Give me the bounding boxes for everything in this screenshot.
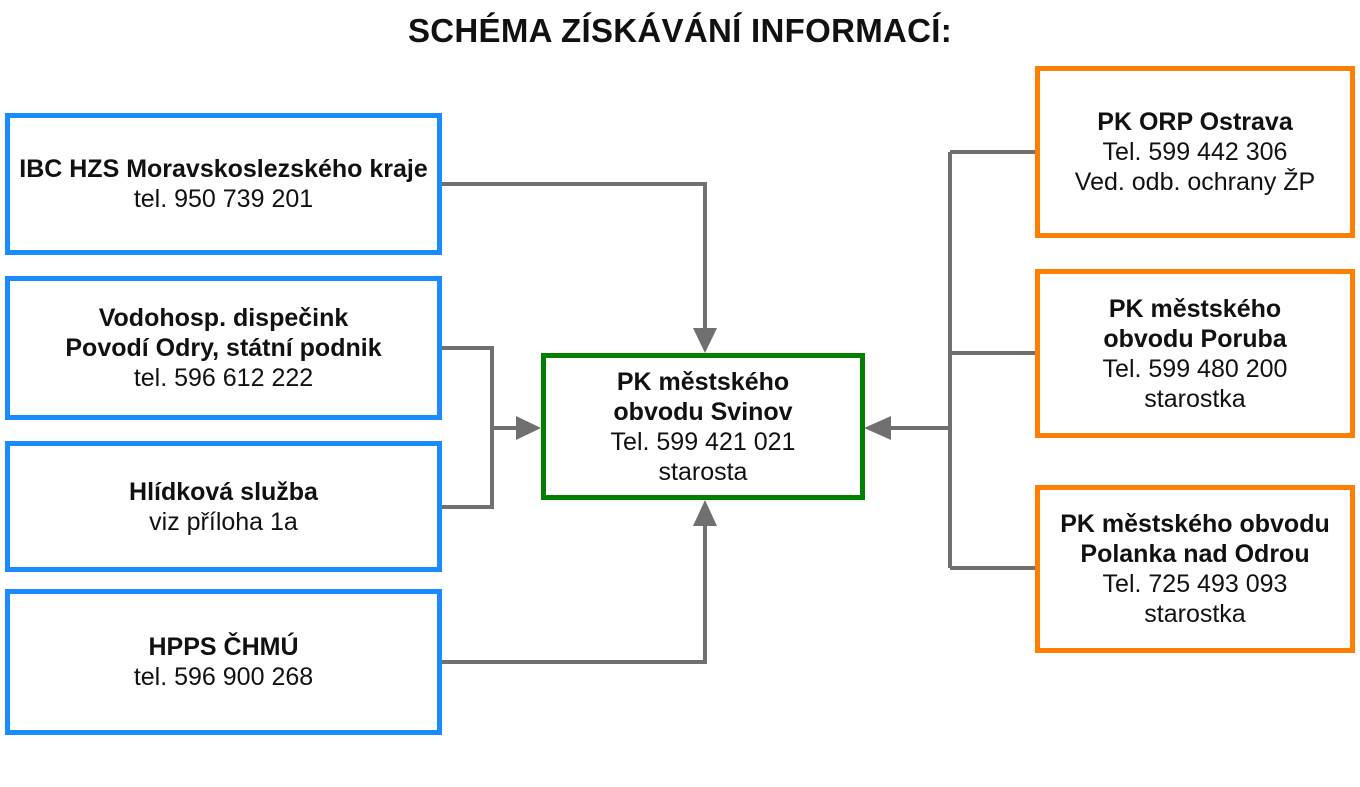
node-role: starosta xyxy=(658,457,748,486)
node-vodohosp-dispecink: Vodohosp. dispečink Povodí Odry, státní … xyxy=(5,276,442,420)
node-name: obvodu Poruba xyxy=(1103,324,1287,353)
node-name: PK ORP Ostrava xyxy=(1097,108,1293,136)
node-name: HPPS ČHMÚ xyxy=(148,633,299,661)
node-name: Povodí Odry, státní podnik xyxy=(65,334,382,362)
connector-hlidkova xyxy=(442,428,494,509)
node-phone: tel. 950 739 201 xyxy=(133,185,314,213)
node-name: Hlídková služba xyxy=(129,477,318,506)
arrowhead-left xyxy=(516,416,541,440)
node-name: obvodu Svinov xyxy=(613,397,793,426)
node-role: starostka xyxy=(1144,600,1246,628)
node-phone: Tel. 599 480 200 xyxy=(1102,354,1288,383)
node-name: IBC HZS Moravskoslezského kraje xyxy=(19,155,428,183)
connector-hpps-to-center xyxy=(442,524,707,664)
arrowhead-right xyxy=(864,416,891,440)
connector-vodohosp xyxy=(442,346,494,428)
node-role: starostka xyxy=(1144,384,1246,413)
node-phone: tel. 596 900 268 xyxy=(133,663,314,691)
diagram-title: SCHÉMA ZÍSKÁVÁNÍ INFORMACÍ: xyxy=(407,12,953,49)
node-pk-poruba: PK městského obvodu Poruba Tel. 599 480 … xyxy=(1035,269,1355,438)
arrowhead-bottom xyxy=(693,500,717,526)
node-name: Vodohosp. dispečink xyxy=(98,304,349,332)
node-phone: tel. 596 612 222 xyxy=(133,364,314,392)
node-center-svinov: PK městského obvodu Svinov Tel. 599 421 … xyxy=(541,353,865,500)
node-name: PK městského xyxy=(616,367,790,396)
node-detail: viz příloha 1a xyxy=(149,507,298,536)
node-pk-polanka: PK městského obvodu Polanka nad Odrou Te… xyxy=(1035,485,1355,653)
node-phone: Tel. 599 442 306 xyxy=(1102,138,1288,166)
node-name: Polanka nad Odrou xyxy=(1080,540,1310,568)
node-ibc-hzs: IBC HZS Moravskoslezského kraje tel. 950… xyxy=(5,113,442,255)
node-phone: Tel. 725 493 093 xyxy=(1102,570,1288,598)
node-name: PK městského obvodu xyxy=(1060,510,1330,538)
node-phone: Tel. 599 421 021 xyxy=(610,427,796,456)
arrowhead-top xyxy=(693,328,717,353)
node-pk-orp-ostrava: PK ORP Ostrava Tel. 599 442 306 Ved. odb… xyxy=(1035,66,1355,238)
connector-ibc-to-center xyxy=(442,182,707,330)
node-hlidkova-sluzba: Hlídková služba viz příloha 1a xyxy=(5,441,442,572)
node-name: PK městského xyxy=(1108,294,1282,323)
node-hpps-chmu: HPPS ČHMÚ tel. 596 900 268 xyxy=(5,589,442,735)
node-role: Ved. odb. ochrany ŽP xyxy=(1074,168,1316,196)
